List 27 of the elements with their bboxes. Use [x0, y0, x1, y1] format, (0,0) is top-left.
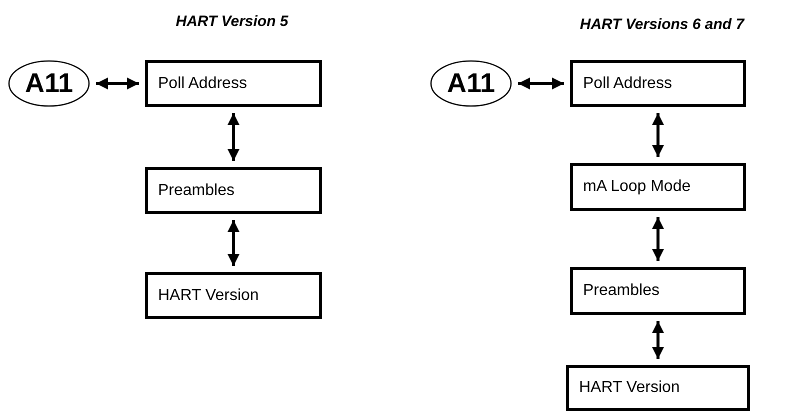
node-label: HART Version [157, 286, 259, 304]
double-arrow [652, 217, 664, 261]
diagram-heading: HART Versions 6 and 7 [580, 16, 744, 33]
node-label: mA Loop Mode [582, 178, 691, 196]
node-label: Preambles [582, 282, 660, 300]
double-arrow [228, 220, 240, 266]
double-arrow [652, 113, 664, 157]
node-label: Poll Address [582, 74, 672, 92]
double-arrow [96, 78, 139, 90]
node-label: A11 [24, 68, 74, 99]
node-label: A11 [446, 68, 496, 99]
node-label: Preambles [157, 182, 234, 200]
menu-item-box [570, 267, 746, 315]
menu-item-box [145, 272, 322, 319]
diagram-heading: HART Version 5 [176, 13, 288, 30]
double-arrow [518, 78, 564, 90]
double-arrow [652, 321, 664, 359]
double-arrow [228, 113, 240, 161]
menu-item-box [566, 365, 750, 411]
menu-item-box [145, 60, 322, 107]
node-label: HART Version [578, 379, 680, 397]
menu-item-box [570, 163, 746, 211]
menu-item-box [570, 60, 746, 107]
reference-oval [430, 60, 512, 107]
node-label: Poll Address [157, 74, 247, 92]
menu-item-box [145, 167, 322, 214]
reference-oval [8, 60, 90, 107]
